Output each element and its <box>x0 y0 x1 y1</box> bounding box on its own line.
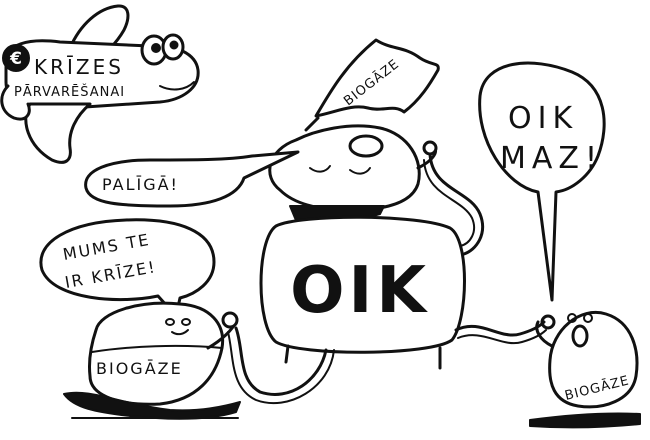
airplane-pupil-left <box>151 43 161 53</box>
biogas-flag: BIOGĀZE <box>304 38 440 132</box>
right-biogas-blob: BIOGĀZE <box>529 311 641 429</box>
right-blob-eye-1 <box>567 313 577 323</box>
top-blob-hand <box>422 140 438 156</box>
speech-bubble-oik-low: OIK MAZ! <box>478 61 606 302</box>
left-blob-eye-1 <box>165 318 175 326</box>
oik-tank: OIK <box>259 215 466 370</box>
speech-bubble-help-outline <box>84 150 300 208</box>
airplane-banner-line1: KRĪZES <box>34 55 124 79</box>
airplane-pupil-right <box>169 40 179 50</box>
airplane-banner-line2: PĀRVARĒŠANAI <box>14 84 125 100</box>
speech-bubble-help: PALĪGĀ! <box>84 150 300 208</box>
speech-bubble-crisis-outline <box>39 218 216 318</box>
gas-pipe-right-inner <box>457 329 547 345</box>
euro-icon: € <box>9 49 22 69</box>
gas-pipe-left <box>234 326 328 396</box>
left-blob-label: BIOGĀZE <box>96 359 183 378</box>
left-biogas-blob: BIOGĀZE <box>63 301 241 420</box>
left-blob-mouth <box>171 329 189 336</box>
left-blob-eye-2 <box>181 318 191 326</box>
gas-pipe-left-inner <box>227 331 335 405</box>
tank-leg-left <box>284 344 290 364</box>
speech-bubble-crisis: MUMS TE IR KRĪZE! <box>39 218 216 318</box>
right-blob-feet <box>529 412 641 429</box>
left-blob-body <box>88 301 225 406</box>
euro-badge <box>2 44 30 72</box>
tank-body <box>259 215 466 354</box>
flag-cloth <box>314 38 440 118</box>
top-blob-mouth <box>348 134 384 158</box>
speech-oik-low-line1: OIK <box>508 101 578 136</box>
speech-bubble-oik-low-outline <box>478 61 606 302</box>
top-biogas-blob <box>268 124 438 231</box>
gas-pipe-top <box>428 152 485 256</box>
airplane-lower-wing <box>24 102 92 164</box>
airplane-mouth <box>159 81 195 91</box>
right-blob-mouth <box>571 324 589 348</box>
top-blob-body <box>268 124 421 212</box>
gas-pipe-top-inner <box>423 159 476 247</box>
top-blob-eye <box>309 165 331 173</box>
right-blob-body <box>548 311 639 409</box>
flag-pole <box>304 116 320 132</box>
speech-oik-low-line2: MAZ! <box>500 141 603 176</box>
left-blob-hand <box>221 311 239 329</box>
gas-pipe-right <box>454 320 546 337</box>
airplane-tail <box>0 84 31 121</box>
right-blob-eye-2 <box>583 313 593 323</box>
left-blob-feet <box>63 391 241 420</box>
airplane: € KRĪZES PĀRVARĒŠANAI <box>0 4 200 164</box>
top-blob-eye-2 <box>349 167 371 175</box>
speech-help-text: PALĪGĀ! <box>102 175 179 194</box>
tank-label: OIK <box>290 254 430 328</box>
